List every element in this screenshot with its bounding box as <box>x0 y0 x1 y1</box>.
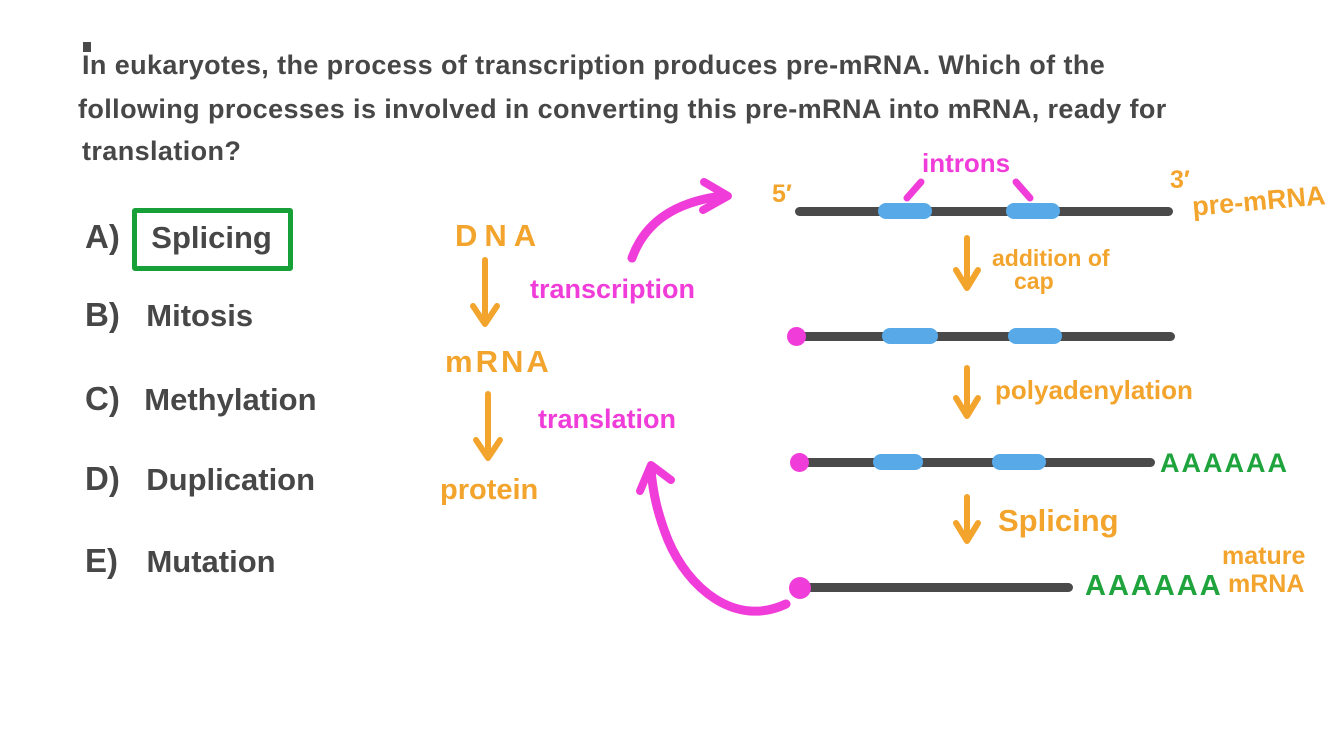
cap-step-arrowhead <box>953 267 981 291</box>
pen-mark <box>83 42 91 52</box>
mature-mrna-strand <box>803 583 1073 592</box>
polyadenylation-step-label: polyadenylation <box>995 375 1193 405</box>
intron-segment-1 <box>878 203 932 219</box>
option-e[interactable]: E) Mutation <box>85 542 276 580</box>
mature-to-translation-curve-arrowhead <box>636 461 675 495</box>
intron-segment-5 <box>873 454 923 470</box>
polya-tail-2: AAAAAA <box>1085 570 1223 602</box>
question-line-1: In eukaryotes, the process of transcript… <box>82 50 1106 80</box>
introns-label: introns <box>922 148 1011 178</box>
mature-mrna-label-line2: mRNA <box>1228 570 1305 598</box>
option-c[interactable]: C) Methylation <box>85 380 317 418</box>
question-line-3: translation? <box>82 136 242 166</box>
dna-node: DNA <box>455 218 544 253</box>
protein-node: protein <box>440 474 539 506</box>
translation-label: translation <box>538 404 677 434</box>
splicing-step-label: Splicing <box>998 503 1119 538</box>
polya-tail-1: AAAAAA <box>1160 448 1289 478</box>
option-b-letter: B) <box>85 296 120 333</box>
splicing-step-arrowhead <box>953 520 981 544</box>
cap-step-label-line2: cap <box>1014 268 1054 294</box>
option-b-label: Mitosis <box>146 298 254 333</box>
question-line-2: following processes is involved in conve… <box>78 94 1167 124</box>
transcription-label: transcription <box>530 274 696 304</box>
option-a-letter: A) <box>85 218 120 255</box>
cap-step-label-line1: addition of <box>992 245 1110 271</box>
mature-to-translation-curve-arrow <box>646 465 791 616</box>
mrna-node: mRNA <box>445 344 552 379</box>
option-a-label: Splicing <box>151 220 272 255</box>
five-prime-label: 5′ <box>772 180 792 208</box>
mature-mrna-label-line1: mature <box>1222 542 1306 570</box>
option-d-letter: D) <box>85 460 120 497</box>
option-d[interactable]: D) Duplication <box>85 460 315 498</box>
five-prime-cap-dot <box>787 327 806 346</box>
polyadenylation-step-arrowhead <box>953 395 981 419</box>
correct-answer-box: Splicing <box>132 208 293 271</box>
pre-mrna-strand <box>795 207 1173 216</box>
option-c-label: Methylation <box>144 382 317 417</box>
intron-segment-6 <box>992 454 1046 470</box>
five-prime-cap-dot-3 <box>789 577 811 599</box>
dna-to-mrna-arrowhead <box>470 303 500 327</box>
option-c-letter: C) <box>85 380 120 417</box>
option-b[interactable]: B) Mitosis <box>85 296 253 334</box>
pre-mrna-label: pre-mRNA <box>1190 180 1327 222</box>
option-a[interactable]: A) Splicing <box>85 208 293 271</box>
polyadenylated-strand <box>800 458 1155 467</box>
transcription-curve-arrowhead <box>699 178 732 214</box>
intron-segment-4 <box>1008 328 1062 344</box>
intron-pointer-dash-left <box>903 178 925 202</box>
transcription-curve-arrow <box>627 191 727 263</box>
option-d-label: Duplication <box>146 462 316 497</box>
three-prime-label: 3′ <box>1170 166 1190 194</box>
option-e-label: Mutation <box>146 544 276 579</box>
capped-strand <box>797 332 1175 341</box>
intron-segment-3 <box>882 328 938 344</box>
five-prime-cap-dot-2 <box>790 453 809 472</box>
option-e-letter: E) <box>85 542 118 579</box>
intron-pointer-dash-right <box>1012 178 1034 202</box>
mrna-to-protein-arrowhead <box>473 437 503 461</box>
intron-segment-2 <box>1006 203 1060 219</box>
